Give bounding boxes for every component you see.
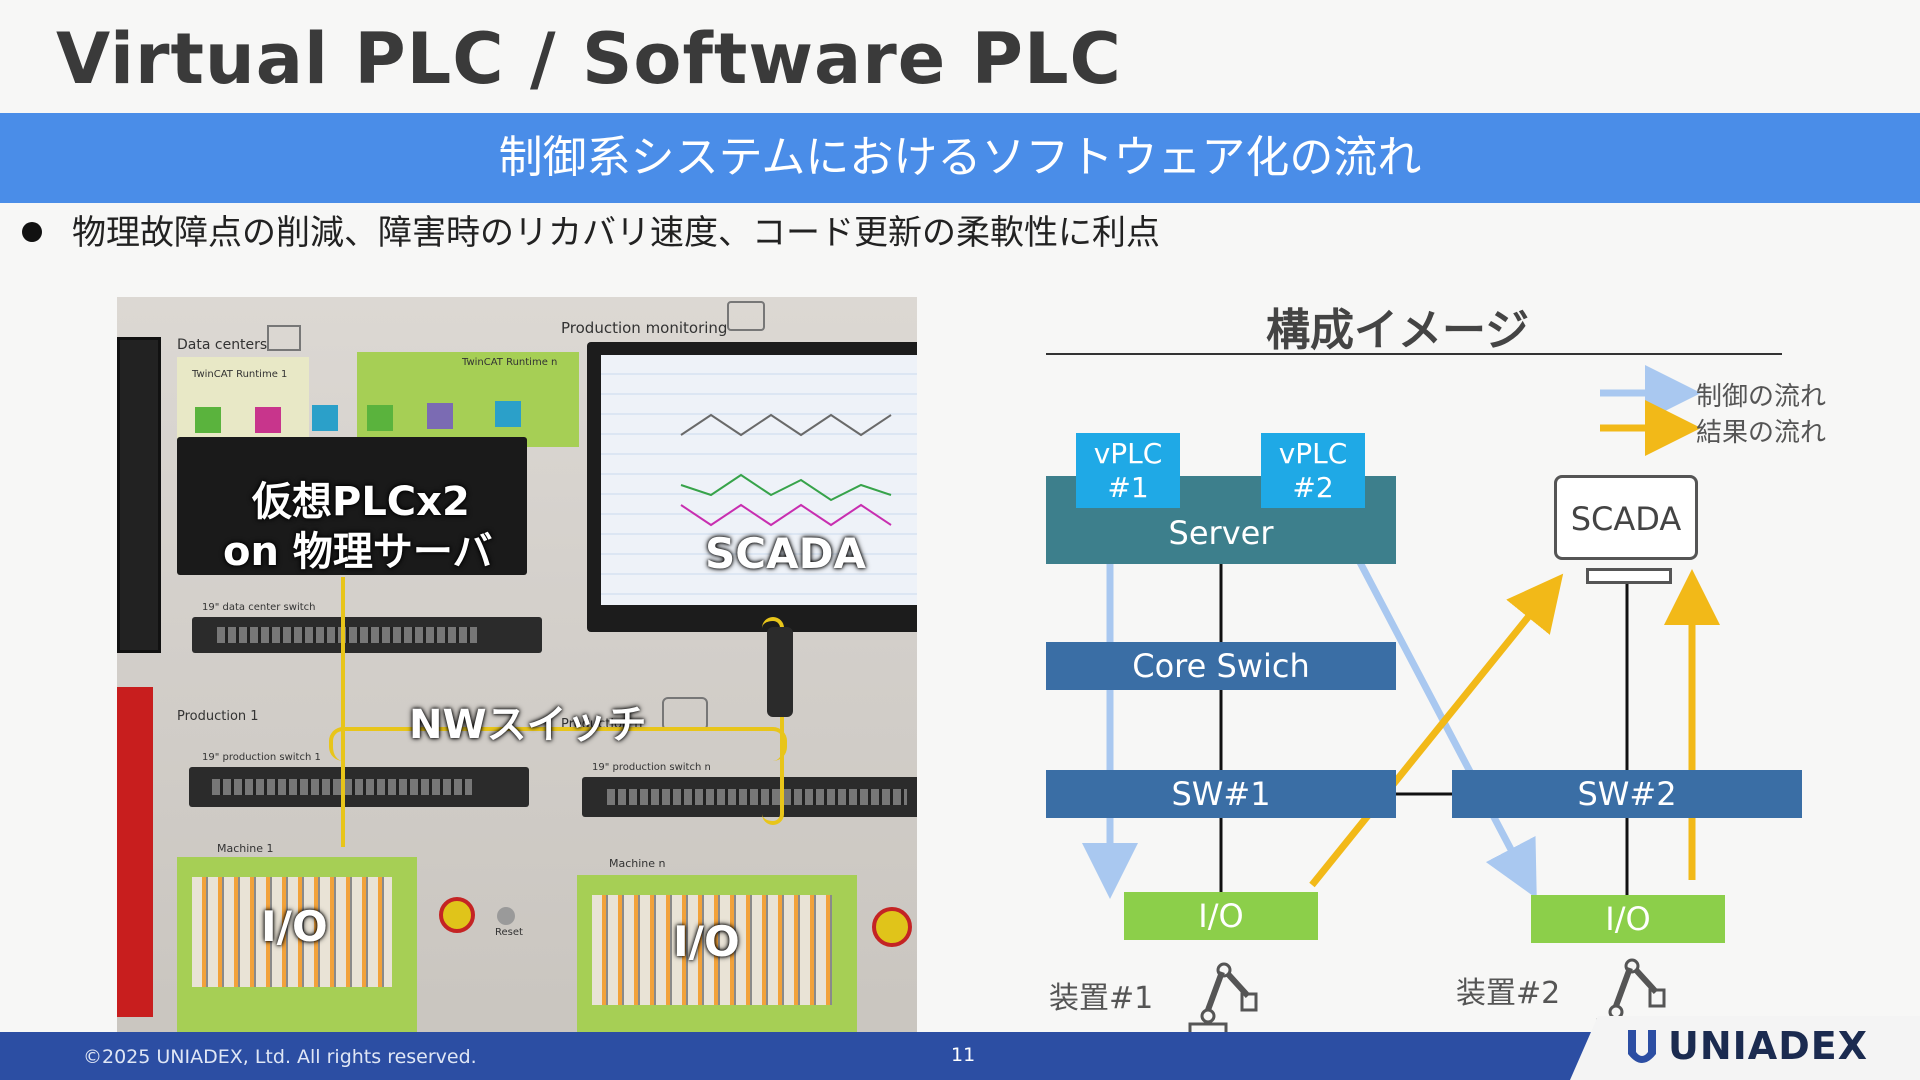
server-icon (267, 325, 301, 351)
dc-switch-text: 19" data center switch (202, 602, 316, 613)
physical-server (177, 437, 527, 575)
diagram-title: 構成イメージ (1266, 305, 1530, 356)
vplc1-box: vPLC #1 (1076, 433, 1180, 508)
slide-title: Virtual PLC / Software PLC (56, 18, 1122, 100)
bullet-point: 物理故障点の削減、障害時のリカバリ速度、コード更新の柔軟性に利点 (22, 210, 1160, 256)
module-icon-6 (495, 401, 521, 427)
reset-text: Reset (495, 927, 523, 938)
scada-label: SCADA (1570, 500, 1682, 538)
io1-label: I/O (1198, 897, 1244, 935)
device1-label: 装置#1 (1049, 981, 1154, 1016)
io1-box: I/O (1124, 892, 1318, 940)
emergency-stop-1 (439, 897, 475, 933)
reset-button-icon (497, 907, 515, 925)
io-left-overlay-label: I/O (261, 902, 328, 951)
subtitle-banner: 制御系システムにおけるソフトウェア化の流れ (0, 113, 1920, 203)
vplc-overlay-label: 仮想PLCx2 (252, 479, 470, 525)
red-poster (117, 687, 153, 1017)
diagram-lines (1082, 365, 1720, 900)
scada-stand-icon (1586, 568, 1672, 584)
module-icon-3 (312, 405, 338, 431)
uniadex-logo-icon (1628, 1030, 1656, 1063)
uniadex-logo: UNIADEX (1668, 1024, 1869, 1068)
production-monitoring-text: Production monitoring (561, 319, 728, 337)
yellow-cable-3 (762, 617, 784, 825)
twincat-1-text: TwinCAT Runtime 1 (192, 369, 288, 380)
vplc1-label-line1: vPLC (1093, 437, 1163, 470)
robot-arm-icon-1 (1188, 962, 1258, 1036)
scada-connector (767, 627, 793, 717)
twincat-n-text: TwinCAT Runtime n (462, 357, 558, 368)
io-terminals-n (592, 895, 832, 1005)
emergency-stop-n (872, 907, 912, 947)
sw2-label: SW#2 (1577, 775, 1677, 813)
device2-label: 装置#2 (1456, 976, 1561, 1011)
runtime-n-panel (357, 352, 579, 447)
prod-switch-n-text: 19" production switch n (592, 762, 711, 773)
scada-box: SCADA (1554, 475, 1698, 560)
control-arrow-vplc2-to-io2 (1339, 528, 1537, 899)
io-terminals-1 (192, 877, 392, 987)
vplc1-label-line2: #1 (1107, 471, 1149, 504)
machine-n-text: Machine n (609, 857, 666, 870)
sw1-box: SW#1 (1046, 770, 1396, 818)
data-centers-text: Data centers (177, 337, 268, 353)
left-monitor-edge (117, 337, 161, 653)
scada-screen (601, 355, 917, 605)
core-switch-label: Core Swich (1132, 647, 1310, 685)
module-icon-1 (195, 407, 221, 433)
vplc2-box: vPLC #2 (1261, 433, 1365, 508)
monitor-icon (727, 301, 765, 331)
yellow-cable-2 (329, 727, 787, 761)
sw1-label: SW#1 (1171, 775, 1271, 813)
io2-box: I/O (1531, 895, 1725, 943)
core-switch-box: Core Swich (1046, 642, 1396, 690)
module-icon-4 (367, 405, 393, 431)
demo-rack-photo: Data centers Production monitoring TwinC… (117, 297, 917, 1051)
scada-overlay-label: SCADA (705, 529, 866, 578)
legend-control-label: 制御の流れ (1696, 382, 1827, 412)
vplc-server-overlay-label: on 物理サーバ (223, 529, 493, 575)
bullet-dot-icon (22, 221, 42, 242)
legend-result-label: 結果の流れ (1696, 418, 1827, 448)
prod-switch-n-ports (607, 789, 907, 805)
diagram-title-rule (1046, 353, 1782, 355)
dc-switch-ports (217, 627, 477, 643)
module-icon-5 (427, 403, 453, 429)
server-label: Server (1168, 514, 1274, 552)
production-1-text: Production 1 (177, 709, 259, 724)
result-arrow-io1-to-scada (1309, 573, 1564, 888)
prod-switch-1-text: 19" production switch 1 (202, 752, 321, 763)
robot-icon (662, 697, 708, 731)
machine-1-text: Machine 1 (217, 842, 274, 855)
page-number: 11 (951, 1044, 976, 1066)
scada-trend-lines (680, 413, 892, 527)
io-right-overlay-label: I/O (673, 917, 740, 966)
yellow-cable-1 (329, 577, 345, 847)
bullet-text: 物理故障点の削減、障害時のリカバリ速度、コード更新の柔軟性に利点 (72, 213, 1160, 253)
architecture-diagram: 構成イメージ 制御の流れ 結果の流れ Server vPLC #1 vPLC #… (1040, 290, 1860, 1050)
nw-switch-overlay-label: NWスイッチ (409, 702, 647, 748)
sw2-box: SW#2 (1452, 770, 1802, 818)
vplc2-label-line1: vPLC (1278, 437, 1348, 470)
vplc2-label-line2: #2 (1292, 471, 1334, 504)
module-icon-2 (255, 407, 281, 433)
io2-label: I/O (1605, 900, 1651, 938)
footer-copyright: ©2025 UNIADEX, Ltd. All rights reserved. (83, 1046, 477, 1068)
